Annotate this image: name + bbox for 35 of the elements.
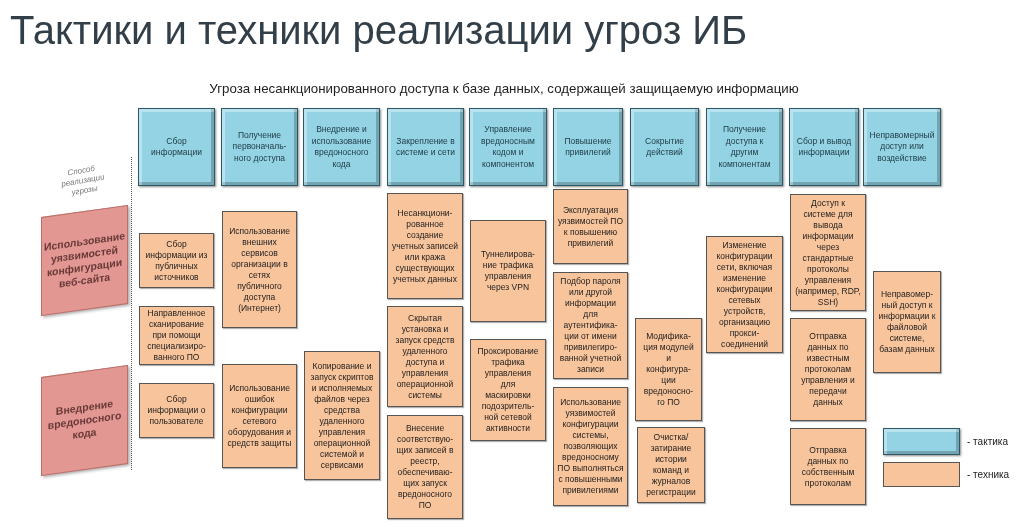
technique-box: Сбор информации о пользователе bbox=[139, 383, 214, 438]
subtitle: Угроза несанкционированного доступа к базе данных, содержащей защищаемую информацию bbox=[208, 80, 800, 97]
technique-box: Копирование и запуск скриптов и исполняемых файлов через средства удаленного управления операционной системой и сервисами bbox=[304, 351, 380, 480]
technique-box: Направленное сканирование при помощи специализиро-ванного ПО bbox=[139, 306, 214, 365]
technique-box: Неправомер-ный доступ к информации к файловой системе, базам данных bbox=[873, 271, 941, 373]
legend-label: - техника bbox=[967, 468, 1010, 481]
technique-box: Использование ошибок конфигурации сетевого оборудования и средств защиты bbox=[222, 364, 297, 468]
tactic-box: Сбор информации bbox=[138, 108, 215, 186]
tactic-box: Сокрытие действий bbox=[630, 108, 699, 186]
technique-box: Скрытая установка и запуск средств удаленного доступа и управления операционной системы bbox=[387, 306, 463, 407]
tactic-box: Получение доступа к другим компонентам bbox=[706, 108, 783, 186]
technique-box: Очистка/ затирание истории команд и журналов регистрации bbox=[637, 427, 705, 503]
technique-box: Эксплуатация уязвимостей ПО к повышению привилегий bbox=[553, 189, 628, 264]
technique-box: Использование уязвимостей конфигурации системы, позволяющих вредоносному ПО выполняться с повышенными привилегиями bbox=[553, 387, 628, 506]
technique-box: Отправка данных по собственным протоколам bbox=[790, 428, 866, 505]
technique-box: Модифика-ция модулей и конфигура-ции вредоносно-го ПО bbox=[635, 318, 702, 421]
tactic-box: Управление вредоносным кодом и компонентом bbox=[469, 108, 547, 186]
legend-label: - тактика bbox=[967, 435, 1008, 448]
technique-box: Доступ к системе для вывода информации через стандартные протоколы управления (например, RDP, SSH) bbox=[790, 194, 866, 311]
technique-box: Внесение соответствую-щих записей в реестр, обеспечиваю-щих запуск вредоносного ПО bbox=[387, 415, 463, 519]
tactic-box: Сбор и вывод информации bbox=[789, 108, 859, 186]
title: Тактики и техники реализации угроз ИБ bbox=[10, 7, 748, 54]
tactic-box: Внедрение и использование вредоносного кода bbox=[303, 108, 380, 186]
tactic-box: Получение первоначаль-ного доступа bbox=[221, 108, 298, 186]
technique-box: Несанкциони-рованное создание учетных записей или кража существующих учетных данных bbox=[387, 193, 463, 299]
tactic-box: Повышение привилегий bbox=[553, 108, 623, 186]
tactic-box: Закрепление в системе и сети bbox=[387, 108, 464, 186]
technique-box: Проксирование трафика управления для маскировки подозритель-ной сетевой активности bbox=[470, 339, 546, 441]
technique-box: Туннелирова-ние трафика управления через VPN bbox=[470, 220, 546, 322]
technique-box: Сбор информации из публичных источников bbox=[139, 233, 214, 288]
technique-box: Подбор пароля или другой информации для аутентифика-ции от имени привилегиро-ванной учетной записи bbox=[553, 272, 628, 379]
technique-box: Использование внешних сервисов организации в сетях публичного доступа (Интернет) bbox=[222, 211, 297, 328]
technique-box: Отправка данных по известным протоколам управления и передачи данных bbox=[790, 318, 866, 421]
tactic-box: Неправомерный доступ или воздействие bbox=[863, 108, 941, 186]
technique-box: Изменение конфигурации сети, включая изменение конфигурации сетевых устройств, организацию прокси-соединений bbox=[706, 236, 783, 353]
